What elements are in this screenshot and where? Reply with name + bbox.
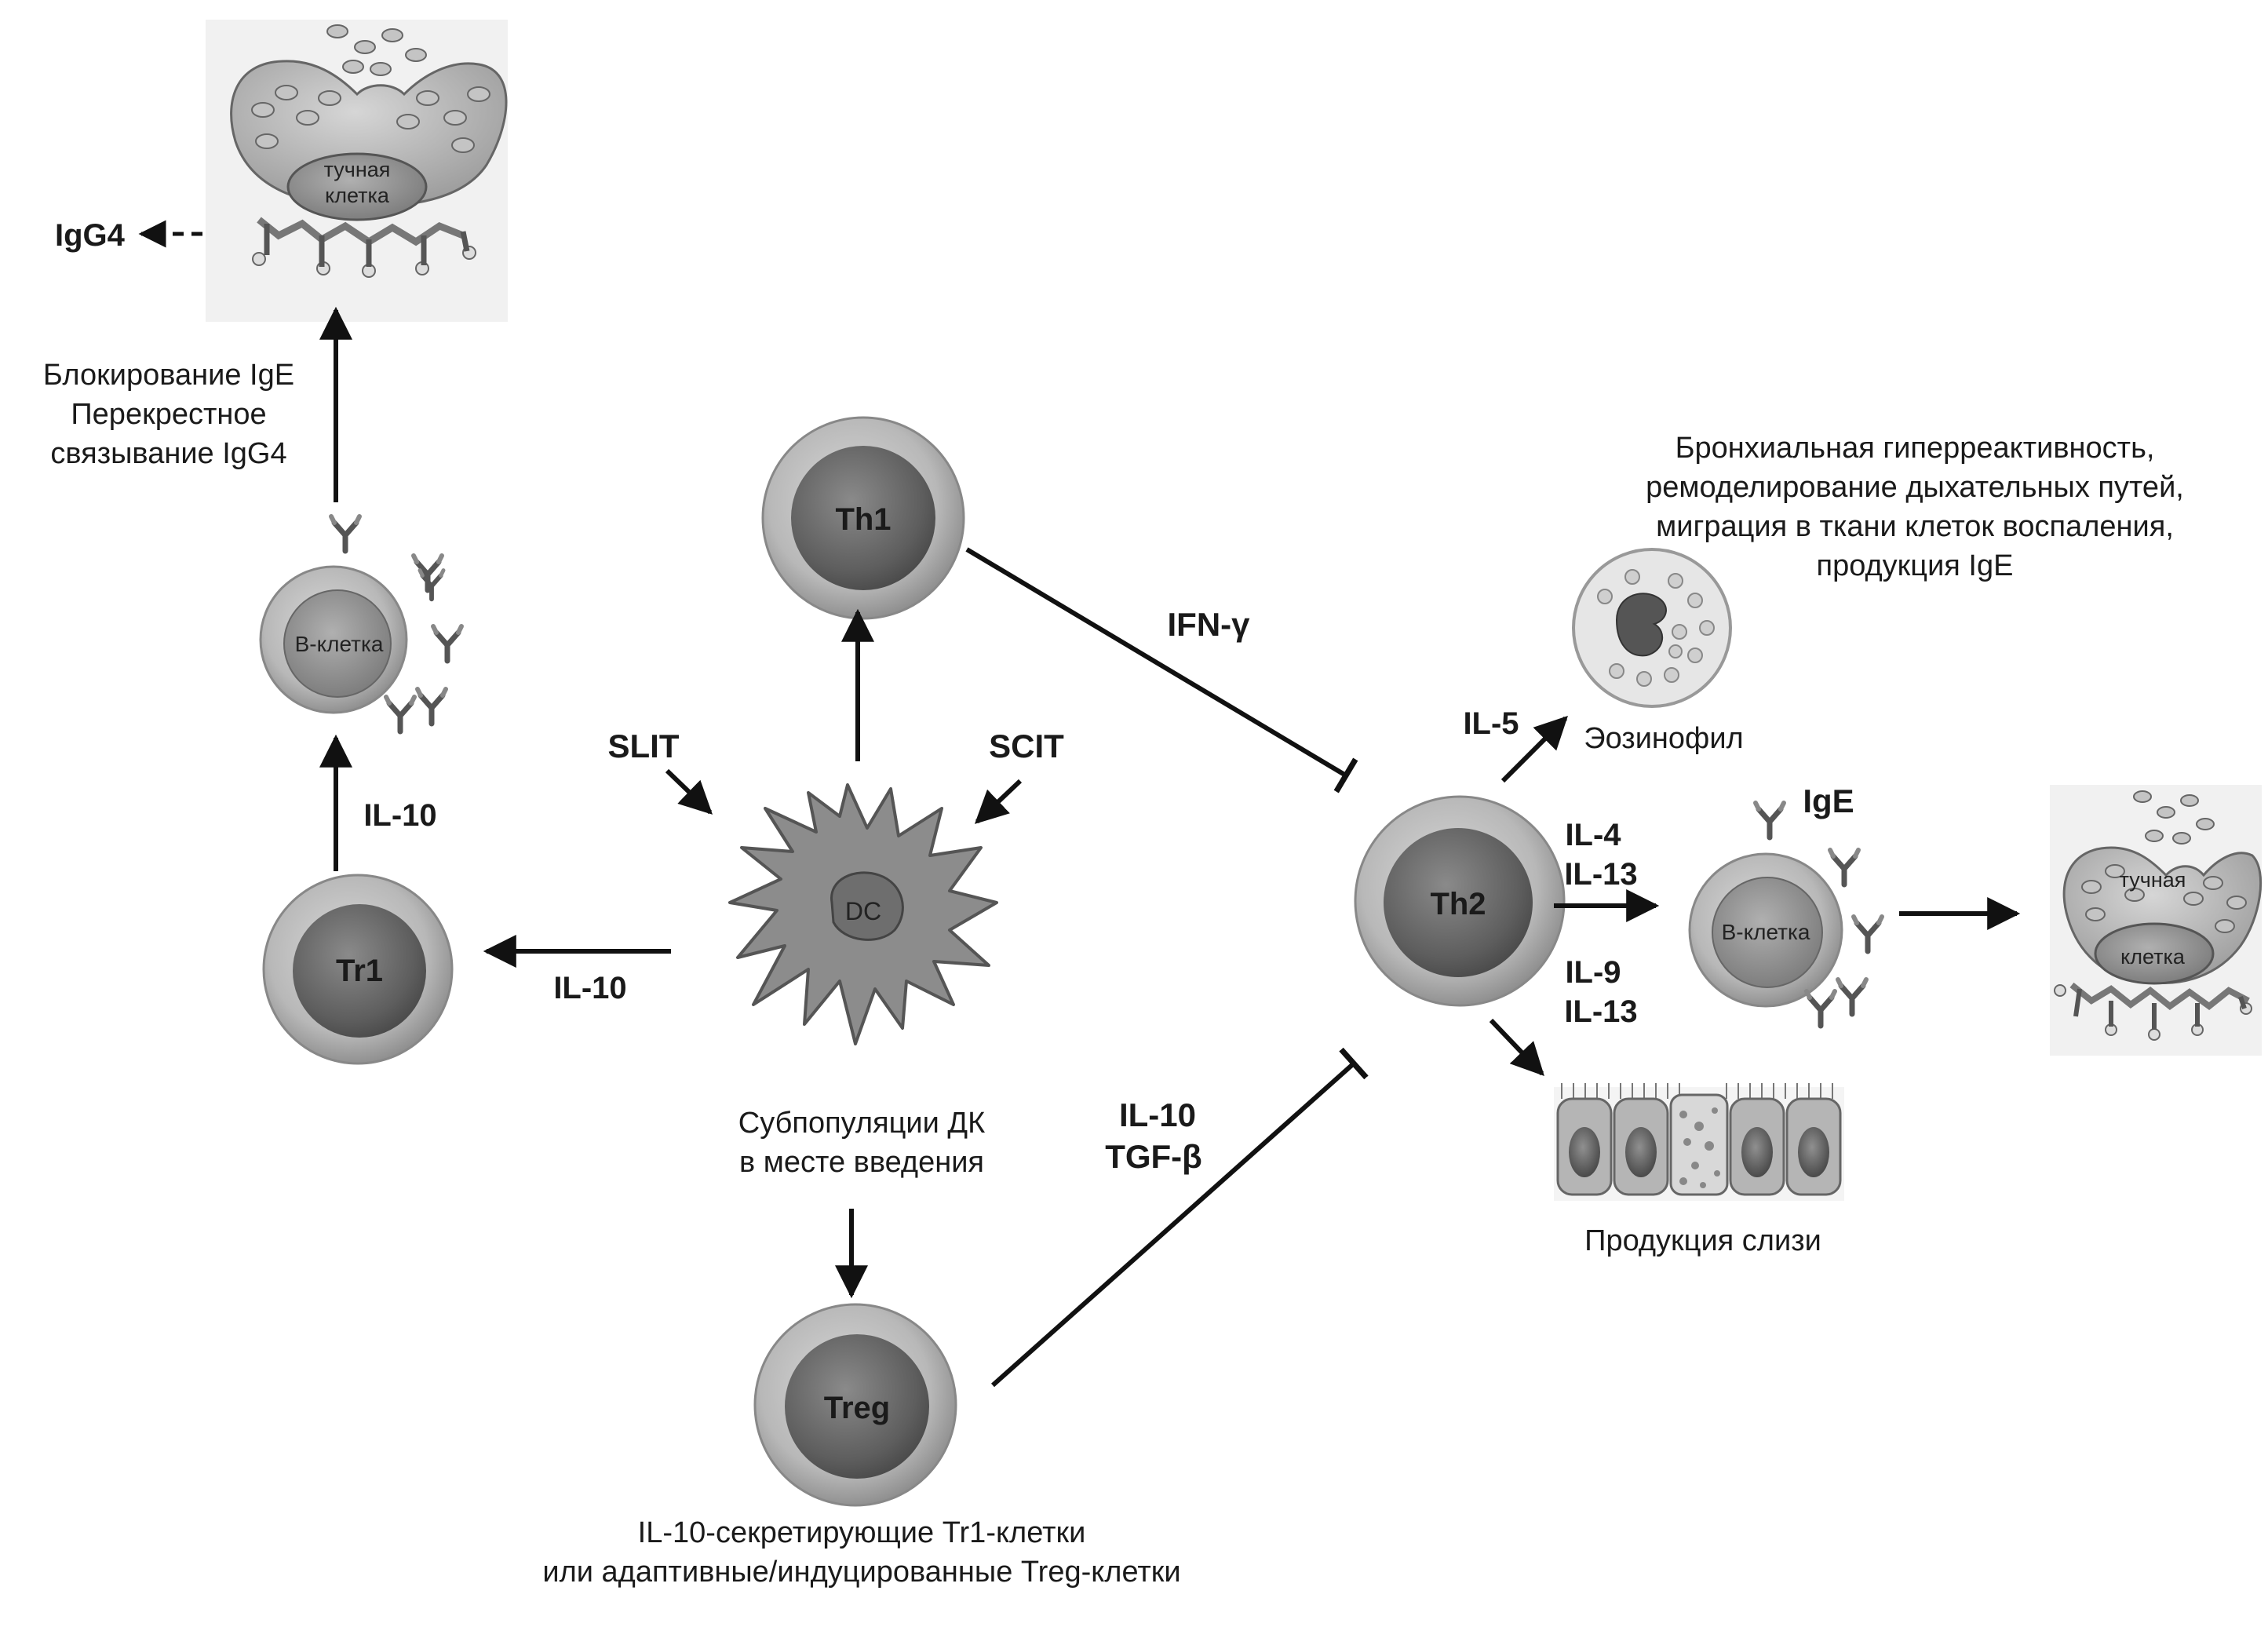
effects-line-2: ремоделирование дыхательных путей, [1646, 471, 2184, 504]
dc-subpop-label-2: в месте введения [739, 1146, 984, 1179]
dc-subpop-label-1: Субпопуляции ДК [738, 1107, 985, 1140]
mast-cell-right [2050, 785, 2263, 1056]
il10-tr1-bcell-label: IL-10 [363, 798, 436, 833]
treg-caption-1: IL-10-секретирующие Tr1-клетки [638, 1516, 1086, 1549]
ige-label: IgE [1803, 783, 1854, 819]
tr1-label: Tr1 [336, 954, 383, 988]
mast-right-label-1: тучная [2120, 868, 2186, 892]
dendritic-cell [728, 783, 998, 1045]
mast-right-label-2: клетка [2120, 945, 2186, 969]
eosinophil-label: Эозинофил [1584, 722, 1743, 755]
effects-line-4: продукция IgE [1817, 549, 2014, 582]
b-cell-left-label: B-клетка [295, 632, 384, 656]
eosinophil-cell [1572, 548, 1732, 708]
inhibition-th1-to-th2 [965, 547, 1358, 793]
b-cell-right [1688, 803, 1882, 1026]
mast-left-label-2: клетка [325, 184, 390, 207]
dc-label: DC [845, 897, 881, 925]
blocking-label-2: Перекрестное [71, 398, 266, 431]
th2-label: Th2 [1430, 887, 1486, 921]
arrow-th2-to-eosinophil [1500, 716, 1568, 783]
arrow-slit-to-dc [665, 768, 713, 815]
il10-treg-label: IL-10 [1119, 1096, 1196, 1133]
tgf-beta-label: TGF-β [1105, 1138, 1202, 1175]
blocking-label-1: Блокирование IgE [43, 359, 294, 392]
il13-label-2: IL-13 [1564, 994, 1637, 1029]
effects-line-3: миграция в ткани клеток воспаления, [1656, 510, 2174, 543]
slit-label: SLIT [608, 728, 680, 764]
mast-left-label-1: тучная [324, 158, 391, 181]
arrow-th2-to-mucus [1489, 1018, 1544, 1077]
b-cell-left [259, 516, 461, 731]
th1-label: Th1 [835, 502, 891, 537]
tr1-cell [262, 874, 454, 1065]
mast-cell-left [206, 20, 508, 322]
igg4-label: IgG4 [55, 218, 126, 253]
inhibition-treg-to-th2 [991, 1047, 1369, 1388]
il13-label-1: IL-13 [1564, 857, 1637, 892]
treg-cell [753, 1303, 957, 1507]
treg-caption-2: или адаптивные/индуцированные Treg-клетк… [542, 1556, 1180, 1589]
il9-label: IL-9 [1565, 955, 1621, 990]
th1-cell [761, 416, 965, 620]
effects-line-1: Бронхиальная гиперреактивность, [1675, 432, 2155, 465]
il10-dc-tr1-label: IL-10 [553, 971, 626, 1005]
arrow-scit-to-dc [974, 779, 1023, 824]
il4-label: IL-4 [1565, 818, 1621, 852]
ifn-gamma-label: IFN-γ [1168, 606, 1251, 643]
b-cell-right-label: B-клетка [1722, 920, 1810, 944]
scit-label: SCIT [989, 728, 1064, 764]
treg-label: Treg [824, 1391, 890, 1425]
il5-label: IL-5 [1463, 706, 1519, 741]
blocking-label-3: связывание IgG4 [50, 437, 286, 470]
mucus-label: Продукция слизи [1584, 1224, 1821, 1257]
epithelium-mucus [1554, 1083, 1844, 1201]
th2-cell [1354, 795, 1566, 1007]
